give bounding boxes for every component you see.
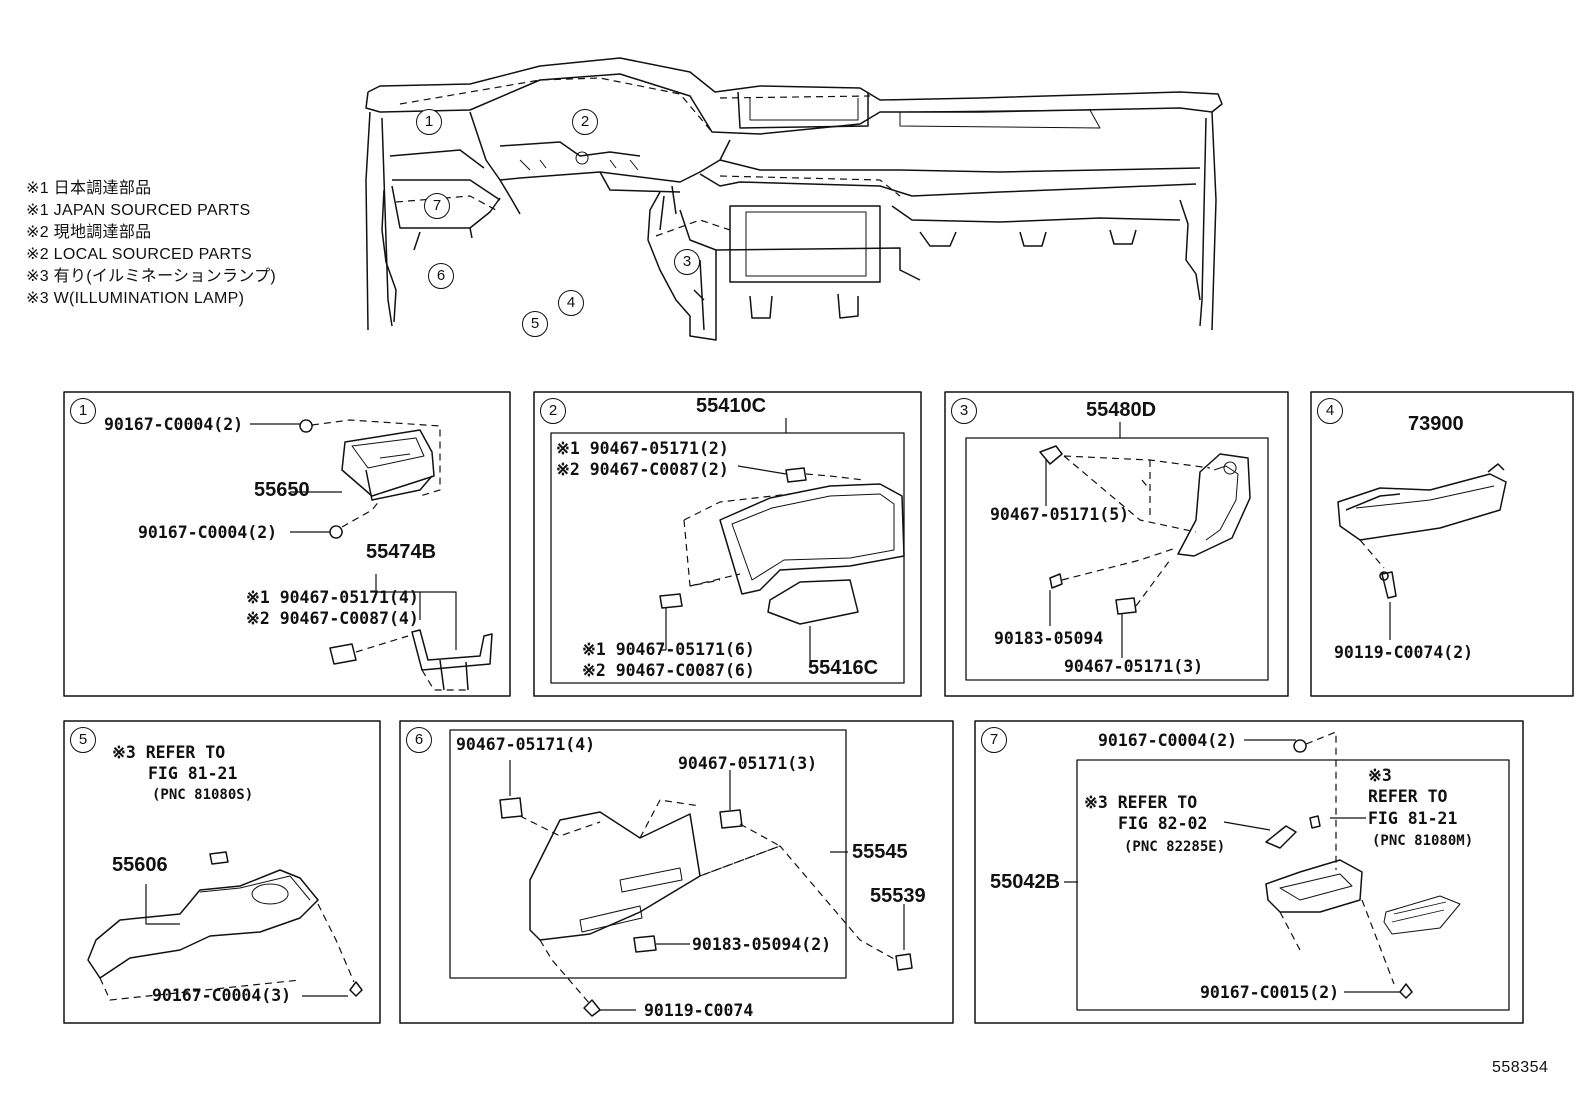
panel-1-frame — [63, 391, 511, 697]
panel-3-parts-drawing — [1039, 445, 1251, 615]
panel-7-number: 7 — [981, 727, 1007, 753]
panel-1-clip-a[interactable]: ※1 90467-05171(4) — [246, 588, 419, 607]
panel-4-part-73900[interactable]: 73900 — [1408, 413, 1464, 435]
panel-7-ref-b-line-1: REFER TO — [1368, 787, 1448, 806]
panel-3-leaders — [1045, 422, 1123, 658]
overview-callout-5[interactable]: 5 — [522, 311, 548, 337]
panel-4-parts-drawing — [1337, 463, 1507, 599]
panel-5-ref-line-1: ※3 REFER TO — [112, 743, 226, 762]
panel-7-parts-drawing — [1265, 739, 1461, 999]
panel-7-inner-frame — [1076, 759, 1510, 1011]
panel-7-ref-a-line-2[interactable]: FIG 82-02 — [1118, 814, 1208, 833]
overview-callout-6[interactable]: 6 — [428, 263, 454, 289]
panel-6-clip-b[interactable]: 90467-05171(3) — [678, 754, 818, 773]
panel-2-number: 2 — [540, 398, 566, 424]
panel-6-part-55539[interactable]: 55539 — [870, 885, 926, 907]
panel-5-part-55606[interactable]: 55606 — [112, 854, 168, 876]
panel-1-leaders — [250, 423, 457, 650]
panel-5-number: 5 — [70, 727, 96, 753]
panel-6-leaders — [509, 760, 905, 1011]
panel-7-ref-a-line-3: (PNC 82285E) — [1124, 839, 1226, 855]
overview-callout-4[interactable]: 4 — [558, 290, 584, 316]
panel-7-clip-bottom[interactable]: 90167-C0015(2) — [1200, 983, 1340, 1002]
panel-6-inner-frame — [449, 729, 847, 979]
panel-1-part-55650[interactable]: 55650 — [254, 479, 310, 501]
panel-3-frame — [944, 391, 1289, 697]
panel-4-number: 4 — [1317, 398, 1343, 424]
panel-2-inner-frame — [550, 432, 905, 684]
panel-2-part-55416c[interactable]: 55416C — [808, 657, 879, 679]
legend-line-2: ※1 JAPAN SOURCED PARTS — [26, 202, 251, 219]
panel-7-ref-a-line-1: ※3 REFER TO — [1084, 793, 1198, 812]
legend-line-1: ※1 日本調達部品 — [26, 180, 152, 197]
panel-2-frame — [533, 391, 922, 697]
panel-6-number: 6 — [406, 727, 432, 753]
overview-callout-3[interactable]: 3 — [674, 249, 700, 275]
legend-line-4: ※2 LOCAL SOURCED PARTS — [26, 246, 252, 263]
panel-7-ref-b-line-2[interactable]: FIG 81-21 — [1368, 809, 1458, 828]
panel-7-ref-b-line-3: (PNC 81080M) — [1372, 833, 1474, 849]
panel-3-clip-c[interactable]: 90467-05171(3) — [1064, 657, 1204, 676]
panel-3-number: 3 — [951, 398, 977, 424]
panel-1-dashed — [311, 419, 468, 691]
panel-5-leaders — [145, 884, 348, 997]
legend-line-5: ※3 有り(イルミネーションランプ) — [26, 268, 277, 285]
panel-5-ref-line-3: (PNC 81080S) — [152, 787, 254, 803]
panel-7-dashed — [1279, 731, 1395, 985]
panel-3-dashed — [1061, 455, 1211, 607]
panel-2-parts-drawing — [659, 467, 905, 625]
overview-callout-2[interactable]: 2 — [572, 109, 598, 135]
legend-line-6: ※3 W(ILLUMINATION LAMP) — [26, 290, 245, 307]
panel-2-leaders — [660, 418, 811, 660]
overview-dashed-lines — [395, 77, 901, 237]
panel-4-bolt[interactable]: 90119-C0074(2) — [1334, 643, 1474, 662]
panel-1-clip-b[interactable]: ※2 90467-C0087(4) — [246, 609, 419, 628]
panel-3-part-55480d[interactable]: 55480D — [1086, 399, 1157, 421]
panel-1-parts-drawing — [299, 419, 493, 691]
panel-5-frame — [63, 720, 381, 1024]
panel-2-clip-b[interactable]: ※2 90467-C0087(2) — [556, 460, 729, 479]
figure-id: 558354 — [1492, 1059, 1549, 1076]
panel-6-parts-drawing — [499, 797, 913, 1017]
panel-6-clip-a[interactable]: 90467-05171(4) — [456, 735, 596, 754]
panel-5-dashed — [99, 903, 355, 1001]
panel-5-ref-line-2[interactable]: FIG 81-21 — [148, 764, 238, 783]
panel-6-frame — [399, 720, 954, 1024]
overview-callout-1[interactable]: 1 — [416, 109, 442, 135]
overview-callout-7[interactable]: 7 — [424, 193, 450, 219]
panel-7-part-55042b[interactable]: 55042B — [990, 871, 1061, 893]
panel-7-leaders — [1064, 739, 1400, 993]
panel-3-clip-a[interactable]: 90467-05171(5) — [990, 505, 1130, 524]
panel-1-number: 1 — [70, 398, 96, 424]
panel-6-clip-c[interactable]: 90183-05094(2) — [692, 935, 832, 954]
panel-3-clip-b[interactable]: 90183-05094 — [994, 629, 1104, 648]
panel-2-dashed — [683, 473, 865, 587]
panel-4-frame — [1310, 391, 1574, 697]
panel-6-part-55545[interactable]: 55545 — [852, 841, 908, 863]
panel-7-frame — [974, 720, 1524, 1024]
panel-1-part-55474b[interactable]: 55474B — [366, 541, 437, 563]
panel-2-clip-c[interactable]: ※1 90467-05171(6) — [582, 640, 755, 659]
panel-2-part-55410c[interactable]: 55410C — [696, 395, 767, 417]
panel-5-parts-drawing — [87, 851, 363, 997]
panel-7-ref-b-line-0: ※3 — [1368, 766, 1392, 785]
panel-1-clip-top[interactable]: 90167-C0004(2) — [104, 415, 244, 434]
legend-line-3: ※2 現地調達部品 — [26, 224, 152, 241]
panel-6-bolt[interactable]: 90119-C0074 — [644, 1001, 754, 1020]
panel-4-dashed — [1359, 539, 1385, 569]
dashboard-overview-drawing — [365, 57, 1223, 341]
panel-3-inner-frame — [965, 437, 1269, 681]
panel-5-clip[interactable]: 90167-C0004(3) — [152, 986, 292, 1005]
panel-1-clip-mid[interactable]: 90167-C0004(2) — [138, 523, 278, 542]
panel-7-clip-top[interactable]: 90167-C0004(2) — [1098, 731, 1238, 750]
panel-2-clip-d[interactable]: ※2 90467-C0087(6) — [582, 661, 755, 680]
panel-2-clip-a[interactable]: ※1 90467-05171(2) — [556, 439, 729, 458]
panel-6-dashed — [519, 799, 897, 1005]
